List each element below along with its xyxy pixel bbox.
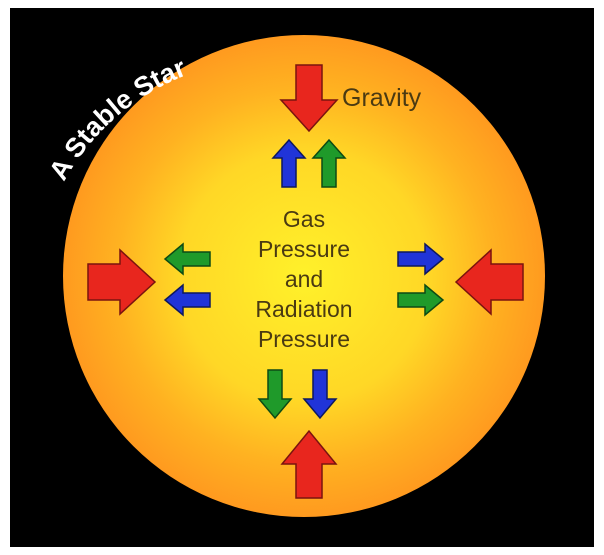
pressure-label-line-3: and [204, 264, 404, 294]
gravity-label: Gravity [342, 84, 422, 112]
pressure-label-line-5: Pressure [204, 324, 404, 354]
pressure-label-line-4: Radiation [204, 294, 404, 324]
pressure-label-line-1: Gas [204, 204, 404, 234]
pressure-label-line-2: Pressure [204, 234, 404, 264]
pressure-label: Gas Pressure and Radiation Pressure [204, 204, 404, 354]
diagram-frame: A Stable Star Gravity [10, 8, 594, 547]
